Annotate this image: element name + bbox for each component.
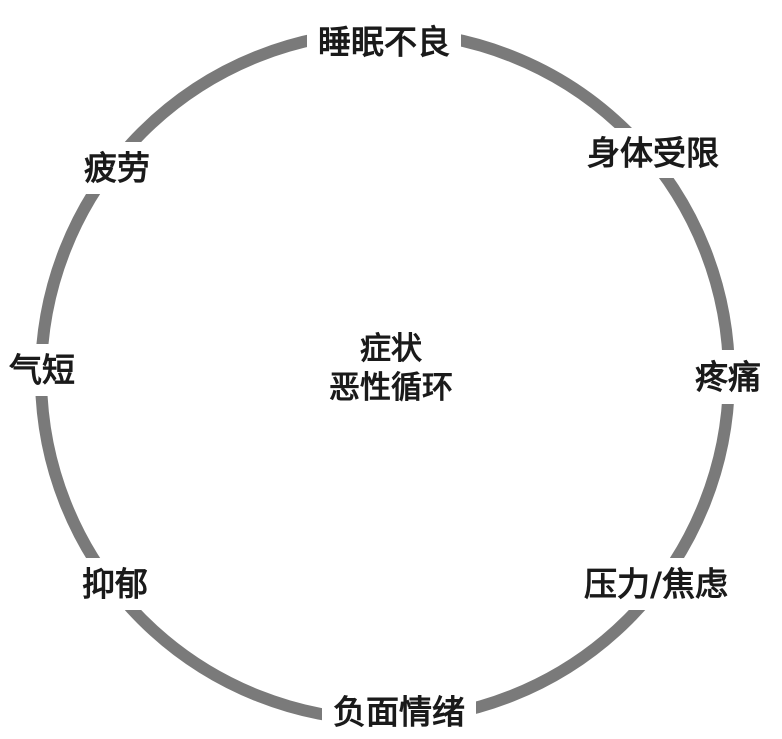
node-label-stress-anxiety: 压力/焦虑 [584, 565, 728, 604]
label-gap [70, 558, 160, 610]
node-label-shortness-of-breath: 气短 [9, 351, 75, 390]
label-gap [307, 18, 461, 66]
label-gap [322, 688, 476, 738]
node-label-depression: 抑郁 [82, 565, 148, 604]
label-gap [72, 142, 164, 194]
node-label-fatigue: 疲劳 [84, 149, 150, 188]
node-label-physical-limit: 身体受限 [587, 134, 719, 173]
center-title-line1: 症状 [360, 331, 423, 367]
node-sleep: 睡眠不良 [307, 18, 461, 66]
center-title-line2: 恶性循环 [329, 370, 453, 406]
label-gap [684, 350, 776, 404]
node-shortness-of-breath: 气短 [2, 344, 84, 396]
node-depression: 抑郁 [70, 558, 160, 610]
node-physical-limit: 身体受限 [578, 128, 728, 178]
node-pain: 疼痛 [684, 350, 776, 404]
node-label-pain: 疼痛 [695, 358, 761, 397]
node-label-sleep: 睡眠不良 [318, 23, 450, 62]
label-gap [578, 128, 728, 178]
node-negative-emotion: 负面情绪 [322, 688, 476, 738]
node-stress-anxiety: 压力/焦虑 [578, 558, 736, 610]
label-gap [578, 558, 736, 610]
node-fatigue: 疲劳 [72, 142, 164, 194]
label-gap [2, 344, 84, 396]
node-label-negative-emotion: 负面情绪 [333, 693, 465, 732]
